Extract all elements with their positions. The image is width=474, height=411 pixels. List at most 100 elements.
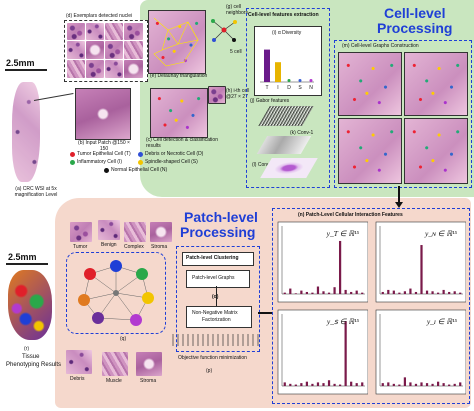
diversity-tick-label: T [265,85,268,91]
feature-bar [425,290,429,294]
arrow-down-head [395,202,403,208]
objective-label: Objective function minimization [178,355,247,361]
features-extraction-title: Cell-level features extraction [248,12,319,18]
label-b: (b) Input Patch @150 × 150 [78,140,130,152]
nucleus-tile [86,41,104,59]
legend-swatch-debris [138,152,143,157]
nucleus-tile [86,60,104,78]
feature-bar [311,292,314,294]
input-patch [75,88,131,140]
feature-bar [305,291,309,294]
feature-bar [283,292,286,294]
cell-graph-1 [338,52,402,116]
feature-bar [453,291,456,294]
feature-bar [381,383,384,386]
tissue-label-stroma-2: Stroma [140,378,157,384]
nucleus-tile [124,23,143,40]
diversity-bar [275,62,281,82]
feature-bar [420,382,423,386]
feature-bar [442,383,445,386]
feature-bar [392,383,395,386]
feature-bar [355,290,358,294]
feature-bar [409,288,412,294]
feature-bar [316,382,320,386]
graphs-label: Patch-level Graphs [192,275,235,281]
label-f: 5 cell [230,49,242,55]
feature-bar [381,291,384,294]
label-r: (r) [24,346,29,352]
feature-bar [453,383,456,386]
feature-bar [350,381,353,386]
legend-label-inflammatory: Inflammatory Cell (I) [77,159,123,165]
diversity-tick-label: N [309,85,313,91]
result-label-1: Tissue [22,354,40,360]
feature-chart-3: y_ꜱ ∈ ℝ¹⁵ [277,309,368,395]
feature-bar [327,292,331,294]
label-o: (o) [212,294,218,300]
feature-bar [398,292,401,294]
feature-bar [442,289,445,294]
feature-bar [294,293,297,294]
clustering-label: Patch-level Clustering [186,255,239,261]
feature-bar [322,383,325,386]
feature-bar [333,383,336,386]
feature-bar [448,384,451,386]
scale-bar-label: 2.5mm [6,58,35,68]
tissue-tile-complex [124,222,146,242]
feature-bar [289,383,292,386]
tissue-tile-benign [98,220,120,240]
legend-swatch-spindle [138,160,143,165]
cell-graph-3 [338,118,402,184]
feature-chart-frame [277,309,368,395]
feature-bar [398,384,401,386]
feature-bar [387,289,390,294]
feature-bar [355,383,358,386]
label-a: (a) CRC WSI at 5x magnification Level [14,186,58,198]
nucleus-tile [105,60,123,78]
patch-level-title-line1: Patch-level [184,209,258,225]
tissue-tile-muscle [102,352,128,376]
feature-bar [361,382,364,386]
result-label-2: Phenotyping Results [6,362,62,368]
feature-chart-title: y_ɴ ∈ ℝ¹⁵ [424,229,457,238]
pipeline-arrow [216,286,217,306]
cell-detection-image [150,88,208,138]
feature-chart-4: y_ɪ ∈ ℝ¹⁵ [375,309,466,395]
nucleus-tile [124,60,143,78]
feature-bar [305,381,309,386]
diversity-dot [298,79,302,82]
label-d: (d) Exemplars detected nuclei [66,13,133,19]
label-j: (j) Gabor features [250,98,290,104]
arrow-features-to-pipeline [258,312,272,314]
tissue-label-muscle: Muscle [106,378,122,384]
delaunay-mesh [153,17,199,67]
tissue-tile-stroma-2 [136,352,162,376]
tissue-label-debris: Debris [70,376,85,382]
feature-bar [436,381,440,386]
features-extraction-box [246,8,330,188]
label-g: (g) cell neighbors [226,4,248,16]
tissue-label-stroma: Stroma [151,244,168,250]
legend-swatch-normal [104,168,109,173]
result-scale-label: 2.5mm [8,252,37,262]
nmf-box [186,306,252,328]
feature-bar [300,290,303,294]
legend-label-spindle: Spindle-shaped Cell (S) [145,159,198,165]
feature-bar [459,382,462,386]
label-q: (q) [120,336,127,342]
scale-bar [5,69,47,71]
label-m: (m) Cell-level Graphs Construction [342,43,419,49]
pipeline-box [176,246,260,352]
feature-bar [392,290,395,294]
label-e: (e) Delaunay triangulation [150,73,208,79]
tissue-label-complex: Complex [124,244,144,250]
nucleus-tile [124,41,143,59]
nmf-label-1: Non-Negative Matrix [192,310,238,316]
feature-chart-title: y_Ƭ ∈ ℝ¹⁵ [326,229,360,238]
patch-features-box [272,208,470,404]
nucleus-tile [105,41,123,59]
feature-bar [403,291,407,294]
zoom-line-a [33,93,74,101]
diversity-bar [264,49,270,82]
nucleus-tile [105,23,123,40]
